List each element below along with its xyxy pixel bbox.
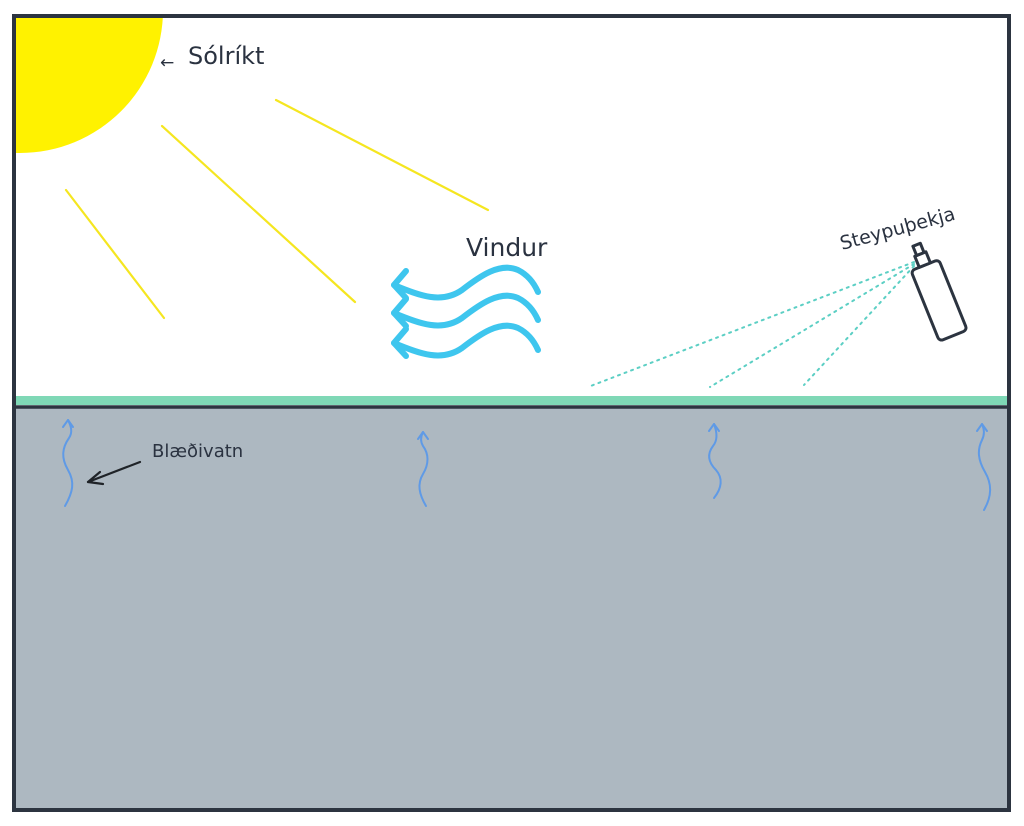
spray-bottle-icon <box>910 241 968 342</box>
sun-ray <box>274 98 490 212</box>
spray-mist <box>587 261 915 388</box>
bleed-water-label: Blæðivatn <box>152 441 243 462</box>
water-rise-arrow-icon <box>708 423 722 499</box>
sun-ray <box>64 188 166 320</box>
bleed-water-pointer-arrow <box>86 460 142 486</box>
sky-area <box>14 16 1009 406</box>
curing-layer <box>14 396 1009 405</box>
sun-icon <box>14 16 163 153</box>
sun-rays <box>64 98 490 320</box>
sun-label: Sólríkt <box>188 42 264 70</box>
water-rise-arrow-icon <box>976 423 992 511</box>
sun-label-arrow: ← <box>160 53 174 73</box>
water-rise-arrow-icon <box>417 431 429 507</box>
water-rise-arrow-icon <box>62 419 74 507</box>
concrete-slab <box>14 407 1009 810</box>
wind-arrows-icon <box>391 264 541 359</box>
diagram-frame <box>12 14 1011 812</box>
wind-label: Vindur <box>466 233 548 262</box>
sun-ray <box>160 124 357 304</box>
bleed-water-arrows <box>62 419 992 511</box>
